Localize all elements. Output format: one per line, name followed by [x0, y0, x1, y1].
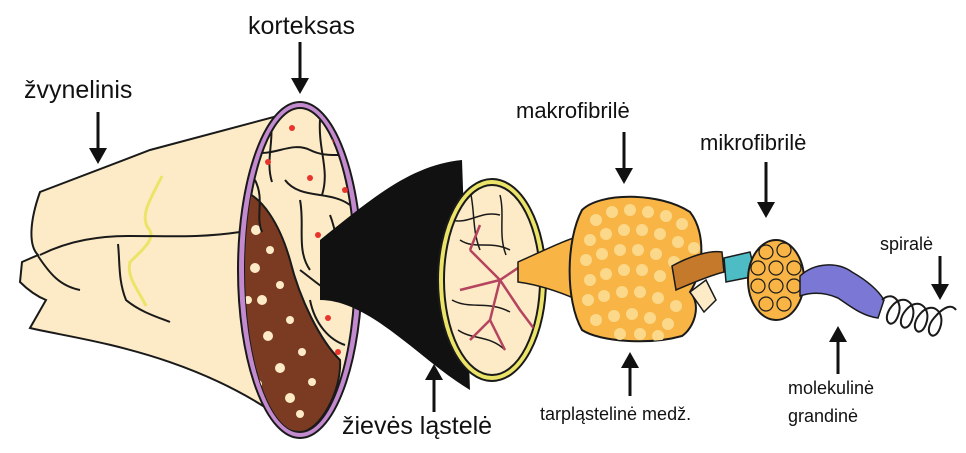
arrow-helix: [931, 256, 949, 300]
arrow-microfibril: [757, 162, 775, 218]
label-molecular-chain-line1: molekulinė: [788, 378, 874, 399]
label-scale: žvynelinis: [24, 76, 132, 105]
label-cortex: korteksas: [248, 12, 355, 41]
label-molecular-chain-line2: grandinė: [788, 406, 858, 427]
molecular-chain-shape: [800, 265, 884, 318]
arrow-cortex: [291, 42, 309, 94]
arrow-matrix: [621, 352, 639, 396]
helix-spiral: [882, 296, 956, 335]
microfibril: [748, 240, 804, 320]
arrow-molecular-chain: [829, 326, 847, 374]
arrow-scale: [89, 112, 107, 164]
label-matrix: tarpląstelinė medž.: [540, 404, 691, 425]
arrow-macrofibril: [615, 132, 633, 184]
label-cortex-cell: žievės ląstelė: [342, 412, 492, 441]
arrow-cortex-cell: [425, 364, 443, 412]
label-macrofibril: makrofibrilė: [516, 98, 630, 124]
label-microfibril: mikrofibrilė: [700, 130, 806, 156]
label-helix: spiralė: [880, 234, 933, 255]
